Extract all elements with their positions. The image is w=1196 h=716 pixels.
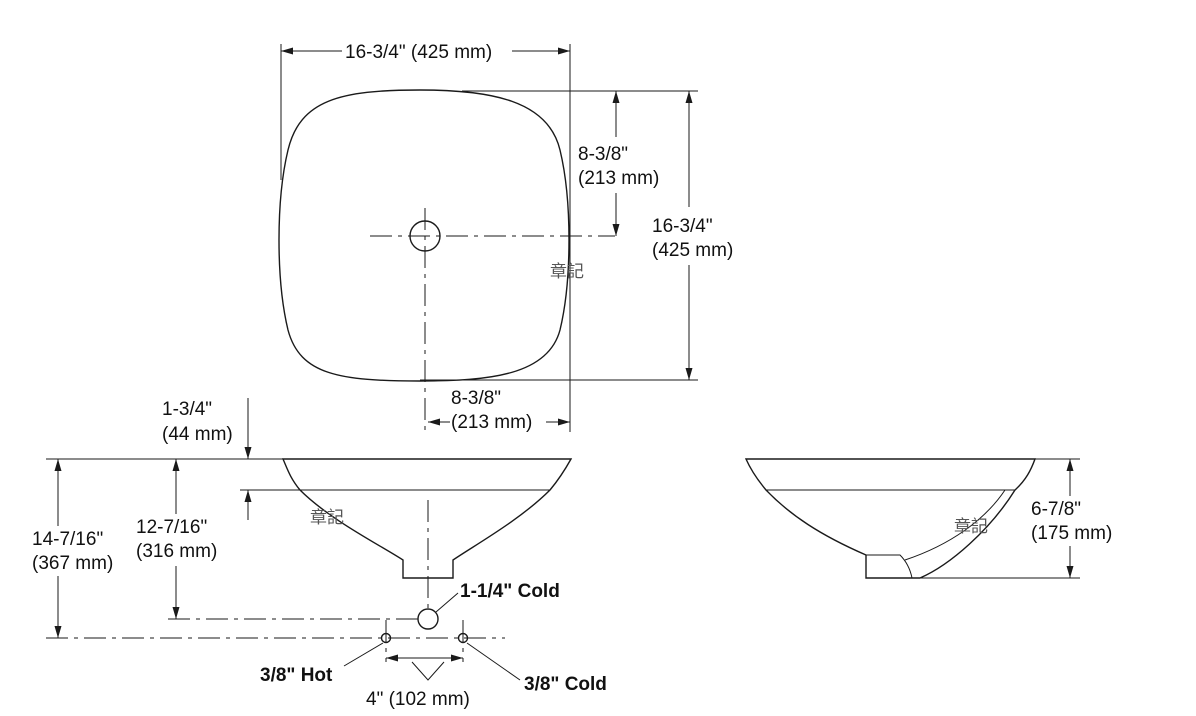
- cold-supply-circle: [417, 608, 439, 630]
- watermark: 章記: [550, 262, 584, 282]
- cold-supply-label: 1-1/4" Cold: [460, 581, 560, 602]
- spacing-label: 4" (102 mm): [366, 689, 470, 710]
- half-width-label-2: (213 mm): [451, 412, 532, 433]
- arrowhead: [1066, 459, 1074, 471]
- arrowhead: [612, 224, 620, 236]
- half-depth-label-2: (213 mm): [578, 168, 659, 189]
- bowl-height-label-1: 12-7/16": [136, 517, 207, 538]
- side-view: 6-7/8" (175 mm) 章記: [744, 458, 1112, 579]
- inner-wall: [904, 489, 1006, 561]
- arrowhead: [685, 91, 693, 103]
- center-marker: [411, 661, 445, 681]
- arrowhead: [558, 47, 570, 55]
- top-view: 16-3/4" (425 mm) 8-3/8" (213 mm) 16-3/4"…: [278, 42, 733, 433]
- arrowhead: [558, 418, 570, 426]
- leader-line: [435, 592, 459, 613]
- half-depth-label-1: 8-3/8": [578, 144, 628, 165]
- arrowhead: [54, 459, 62, 471]
- basin-profile-side: [744, 458, 1036, 579]
- drain-neck: [866, 554, 913, 579]
- watermark: 章記: [954, 517, 988, 537]
- rim-height-label-1: 1-3/4": [162, 399, 212, 420]
- arrowhead: [451, 654, 463, 662]
- overall-height-label-1: 14-7/16": [32, 529, 103, 550]
- half-width-label-1: 8-3/8": [451, 388, 501, 409]
- arrowhead: [428, 418, 440, 426]
- overall-height-label-2: (367 mm): [32, 553, 113, 574]
- arrowhead: [612, 91, 620, 103]
- depth-label-1: 16-3/4": [652, 216, 713, 237]
- rim-height-label-2: (44 mm): [162, 424, 233, 445]
- arrowhead: [685, 368, 693, 380]
- watermark: 章記: [310, 508, 344, 528]
- arrowhead: [281, 47, 293, 55]
- arrowhead: [244, 447, 252, 459]
- basin-outline-top: [278, 89, 570, 382]
- arrowhead: [244, 490, 252, 502]
- leader-line: [343, 642, 384, 667]
- leader-line: [466, 642, 521, 681]
- width-label: 16-3/4" (425 mm): [345, 42, 492, 63]
- front-view: 1-3/4" (44 mm) 14-7/16" (367 mm) 12-7/16…: [32, 398, 607, 710]
- depth-label-2: (425 mm): [652, 240, 733, 261]
- arrowhead: [172, 607, 180, 619]
- arrowhead: [54, 626, 62, 638]
- arrowhead: [386, 654, 398, 662]
- arrowhead: [172, 459, 180, 471]
- side-height-label-2: (175 mm): [1031, 523, 1112, 544]
- side-height-label-1: 6-7/8": [1031, 499, 1081, 520]
- hot-valve-label: 3/8" Hot: [260, 665, 333, 686]
- cold-valve-label: 3/8" Cold: [524, 674, 607, 695]
- arrowhead: [1066, 566, 1074, 578]
- bowl-height-label-2: (316 mm): [136, 541, 217, 562]
